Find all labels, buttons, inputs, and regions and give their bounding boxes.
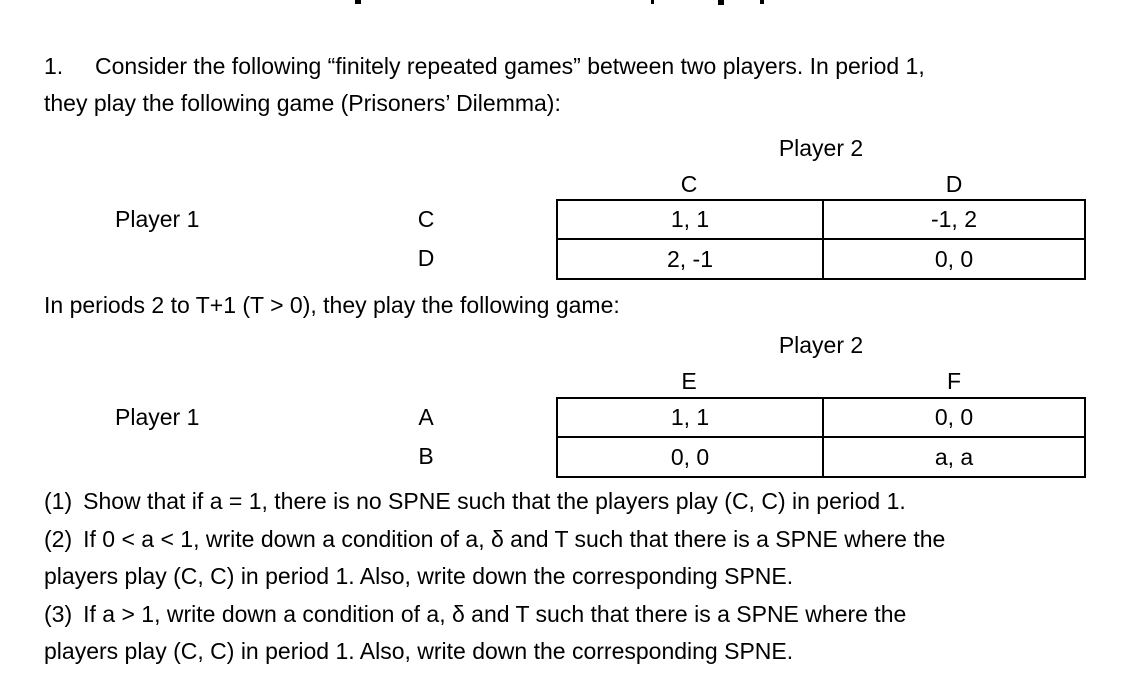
game2-column-header-e: E bbox=[681, 368, 697, 394]
game1-column-header-c: C bbox=[680, 171, 698, 197]
payoff-cell: -1, 2 bbox=[824, 201, 1084, 240]
payoff-cell: 1, 1 bbox=[558, 399, 824, 438]
game2-row-player-label: Player 1 bbox=[115, 404, 200, 430]
game2-column-headers: E F bbox=[556, 367, 1086, 395]
game1-row-label-c: C bbox=[417, 206, 435, 232]
question-text: players play (C, C) in period 1. Also, w… bbox=[44, 638, 794, 664]
question-line-2: (2) If 0 < a < 1, write down a condition … bbox=[44, 521, 945, 559]
question-line-2-continued: players play (C, C) in period 1. Also, w… bbox=[44, 558, 945, 596]
question-text: If 0 < a < 1, write down a condition of … bbox=[83, 525, 946, 552]
game2-column-header-f: F bbox=[946, 368, 962, 394]
cropped-text-fragment bbox=[760, 0, 764, 4]
intro-line-2: they play the following game (Prisoners’… bbox=[44, 90, 561, 116]
game1-column-player-label: Player 2 bbox=[778, 135, 864, 161]
payoff-cell: a, a bbox=[934, 443, 974, 470]
payoff-cell: 0, 0 bbox=[934, 245, 974, 272]
payoff-cell: 2, -1 bbox=[558, 240, 824, 278]
question-line-3-continued: players play (C, C) in period 1. Also, w… bbox=[44, 633, 945, 671]
cropped-text-fragment bbox=[651, 0, 654, 4]
game2-payoff-matrix: 1, 1 0, 0 0, 0 a, a bbox=[556, 397, 1086, 478]
intro-line-1-text: Consider the following “finitely repeate… bbox=[95, 53, 925, 79]
payoff-cell: 0, 0 bbox=[558, 438, 824, 476]
game1-row-label-d: D bbox=[417, 245, 435, 271]
game1-payoff-matrix: 1, 1 -1, 2 2, -1 0, 0 bbox=[556, 199, 1086, 280]
game1-row-player-label: Player 1 bbox=[115, 206, 200, 232]
payoff-cell: 0, 0 bbox=[824, 399, 1084, 438]
game1-column-headers: C D bbox=[556, 170, 1086, 198]
payoff-cell: 1, 1 bbox=[558, 201, 824, 240]
questions-block: (1) Show that if a = 1, there is no SPNE … bbox=[44, 483, 945, 671]
cropped-text-fragment bbox=[355, 0, 361, 4]
question-line-1: (1) Show that if a = 1, there is no SPNE … bbox=[44, 483, 945, 521]
question-text: Show that if a = 1, there is no SPNE suc… bbox=[83, 488, 906, 514]
between-games-text: In periods 2 to T+1 (T > 0), they play t… bbox=[44, 292, 620, 318]
cropped-text-fragment bbox=[718, 0, 724, 5]
question-marker: (3) bbox=[44, 600, 73, 627]
intro-line-1: 1. Consider the following “finitely repea… bbox=[44, 52, 925, 80]
question-text: players play (C, C) in period 1. Also, w… bbox=[44, 563, 794, 589]
question-text: If a > 1, write down a condition of a, δ… bbox=[83, 600, 907, 627]
problem-number: 1. bbox=[44, 53, 64, 79]
game2-column-player-label: Player 2 bbox=[778, 332, 864, 358]
question-marker: (2) bbox=[44, 525, 73, 552]
game1-column-header-d: D bbox=[945, 171, 963, 197]
game2-row-label-b: B bbox=[418, 443, 434, 469]
game2-row-label-a: A bbox=[418, 404, 434, 430]
question-line-3: (3) If a > 1, write down a condition of a… bbox=[44, 596, 945, 634]
question-marker: (1) bbox=[44, 488, 73, 514]
